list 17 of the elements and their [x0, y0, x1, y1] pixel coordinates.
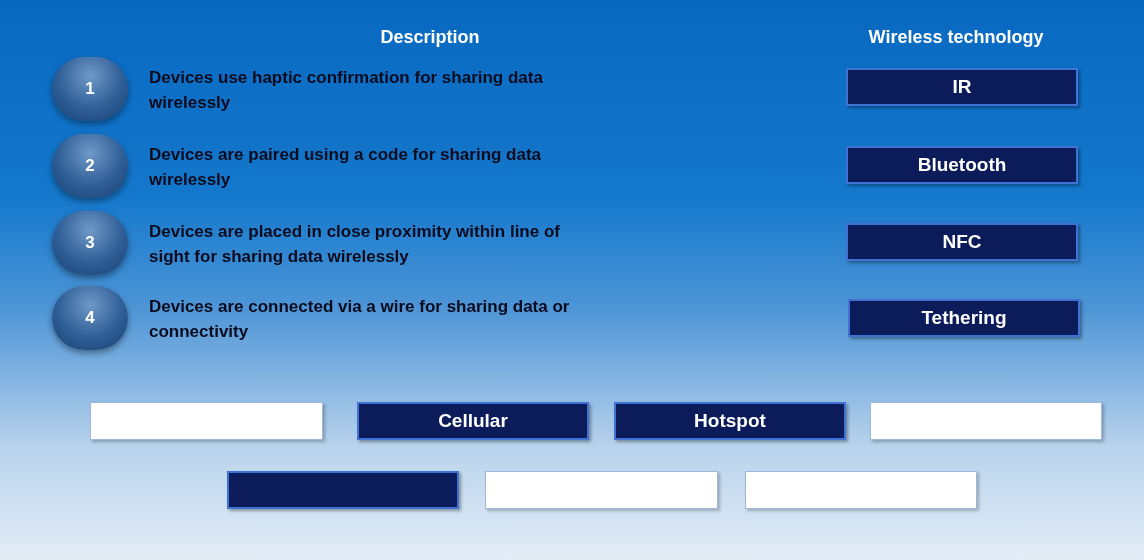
answer-tile: Cellular: [357, 402, 589, 440]
answer-box: [745, 471, 977, 509]
answer-box: [485, 471, 718, 509]
answer-box: [90, 402, 323, 440]
description-text: Devices are paired using a code for sharing data wirelessly: [149, 144, 543, 191]
description-text: Devices are placed in close proximity within line of sight for sharing data wirelessly: [149, 221, 561, 268]
answer-tile: NFC: [846, 223, 1078, 261]
answer-tile: IR: [846, 68, 1078, 106]
description-text: Devices use haptic confirmation for sharing data wirelessly: [149, 67, 544, 114]
answer-tile: Hotspot: [614, 402, 846, 440]
answer-tile: [227, 471, 459, 509]
column-heading: Description: [379, 26, 481, 49]
answer-tile: Tethering: [848, 299, 1080, 337]
description-text: Devices are connected via a wire for sharing data or connectivity: [149, 296, 571, 343]
column-heading: Wireless technology: [867, 26, 1045, 49]
answer-tile: Bluetooth: [846, 146, 1078, 184]
answer-box: [870, 402, 1102, 440]
